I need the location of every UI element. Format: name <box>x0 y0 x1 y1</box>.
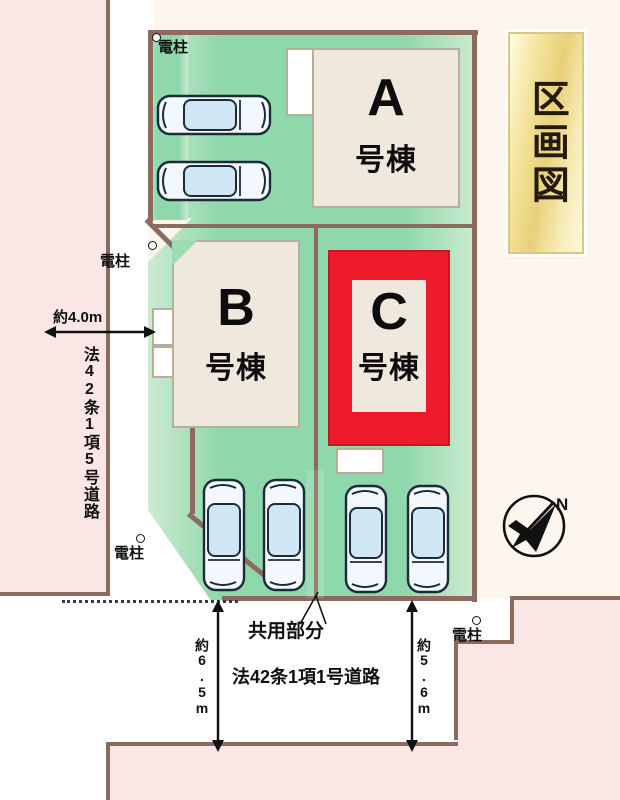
site-boundary-right <box>472 30 477 602</box>
neighbor-parcel-right-edge-top <box>510 596 620 600</box>
south-left-depth-label: 約6.5m <box>194 638 210 716</box>
west-road-name-label: 法42条1項5号道路 <box>80 346 98 520</box>
site-boundary-bottom <box>222 596 476 601</box>
building-b: B 号棟 <box>172 240 300 428</box>
building-a: A 号棟 <box>312 48 460 208</box>
building-b-chamfer <box>172 240 198 266</box>
title-plate-text: 区画図 <box>525 78 568 208</box>
utility-pole-label-2: 電柱 <box>100 253 131 270</box>
neighbor-parcel-topleft-edge <box>106 0 110 596</box>
building-a-porch <box>286 48 314 116</box>
south-left-depth-arrow <box>212 600 224 752</box>
car-a1 <box>156 94 272 136</box>
west-road-width-arrow <box>44 326 156 338</box>
neighbor-parcel-bottom-edge <box>108 742 458 746</box>
building-c-suffix: 号棟 <box>358 352 420 385</box>
neighbor-parcel-right-edge-step <box>454 640 514 644</box>
south-right-depth-arrow <box>406 600 418 752</box>
site-edge-dotted <box>62 600 238 603</box>
south-road-name-label: 法42条1項1号道路 <box>232 667 381 687</box>
building-b-letter: B <box>217 279 255 337</box>
neighbor-parcel-right-2 <box>456 640 620 800</box>
west-road-width-label: 約4.0m <box>53 309 103 326</box>
building-a-suffix: 号棟 <box>355 144 417 177</box>
utility-pole-marker-3 <box>136 534 145 543</box>
title-plate: 区画図 <box>508 32 584 254</box>
car-b1 <box>202 478 246 592</box>
building-c-label-plate: C 号棟 <box>352 280 426 412</box>
utility-pole-marker-4 <box>472 616 481 625</box>
neighbor-parcel-bottom-edge-left <box>106 742 110 800</box>
neighbor-parcel-right-edge-left <box>510 596 514 642</box>
utility-pole-label-4: 電柱 <box>452 627 483 644</box>
car-c1 <box>344 484 388 594</box>
common-area-label: 共用部分 <box>248 621 325 642</box>
common-driveway-strip <box>306 470 324 598</box>
utility-pole-marker-1 <box>152 33 161 42</box>
plot-divider-horizontal <box>153 224 473 228</box>
utility-pole-label-3: 電柱 <box>114 545 145 562</box>
building-a-letter: A <box>367 69 405 127</box>
car-c2 <box>406 484 450 594</box>
site-boundary-left-upper <box>148 30 153 222</box>
utility-pole-marker-2 <box>148 241 157 250</box>
neighbor-parcel-topleft <box>0 0 108 592</box>
building-b-suffix: 号棟 <box>205 352 267 385</box>
common-area-leader-line <box>299 591 327 625</box>
neighbor-parcel-topleft-edge-bottom <box>0 592 110 596</box>
building-c: C 号棟 <box>328 250 450 446</box>
site-boundary-top <box>148 30 478 35</box>
utility-pole-label-1: 電柱 <box>158 39 189 56</box>
south-right-depth-label: 約5.6m <box>416 638 432 716</box>
compass-north-icon: N <box>502 494 568 558</box>
neighbor-parcel-bottom <box>108 744 458 800</box>
neighbor-parcel-right-edge-down <box>454 640 458 740</box>
car-b2 <box>262 478 306 592</box>
compass-north-letter: N <box>556 495 568 514</box>
car-a2 <box>156 160 272 202</box>
building-c-porch <box>336 448 384 474</box>
building-c-letter: C <box>370 283 408 341</box>
plot-divider-vertical <box>314 226 318 598</box>
